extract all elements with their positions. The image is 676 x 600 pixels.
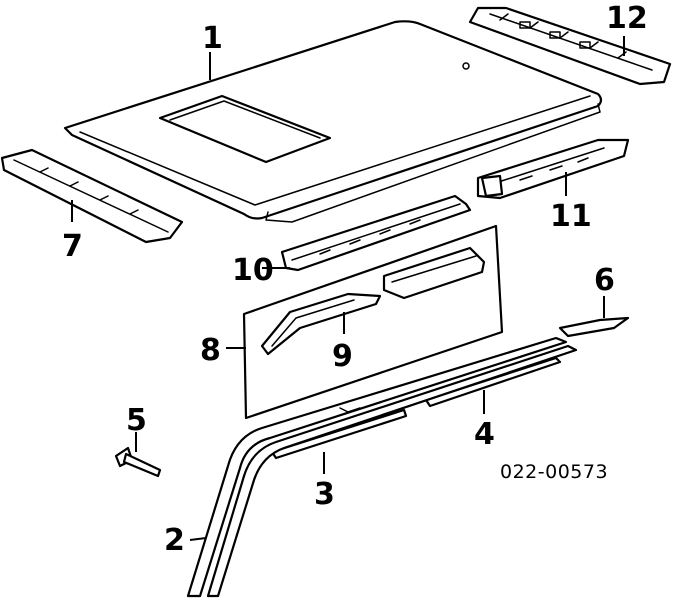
callout-3: 3 [314,477,335,512]
roof-side-rail [476,138,630,200]
callout-6: 6 [594,263,615,298]
callout-10: 10 [232,253,274,288]
fastener-clip [114,446,162,478]
rear-roof-header [468,6,672,86]
callout-labels: 1 2 3 4 5 6 7 8 9 10 11 12 [62,1,648,558]
front-roof-header [0,148,184,244]
sunroof-opening [158,94,332,164]
leader-lines [71,36,625,541]
callout-5: 5 [126,403,147,438]
callout-2: 2 [164,523,185,558]
door-opening-weatherstrip [186,336,578,598]
weatherstrip-section [270,408,408,460]
callout-4: 4 [474,417,495,452]
callout-8: 8 [200,333,221,368]
diagram-reference-code: 022-00573 [500,461,608,483]
callout-7: 7 [62,229,83,264]
rail-kit-box [242,224,504,420]
callout-11: 11 [550,199,592,234]
moulding-end-cap [558,316,630,338]
callout-1: 1 [202,21,223,56]
callout-12: 12 [606,1,648,36]
callout-9: 9 [332,339,353,374]
roof-panel [63,20,603,223]
